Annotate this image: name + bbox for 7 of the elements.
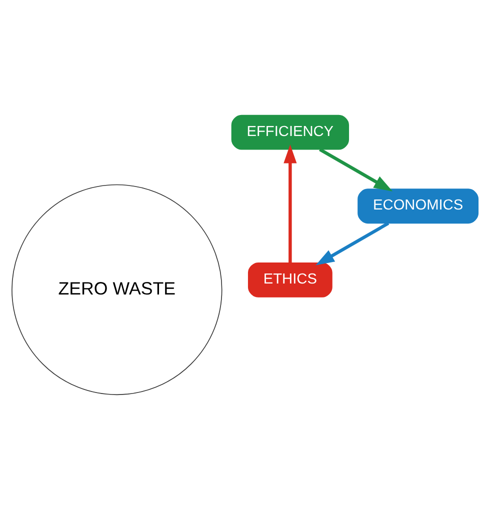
- arrow: [319, 148, 393, 192]
- node-box: EFFICIENCY: [231, 114, 350, 150]
- node-box: ECONOMICS: [358, 188, 479, 224]
- node-box: ETHICS: [248, 262, 332, 298]
- node-circle: ZERO WASTE: [12, 184, 222, 396]
- arrow: [316, 222, 390, 266]
- arrow: [284, 144, 297, 263]
